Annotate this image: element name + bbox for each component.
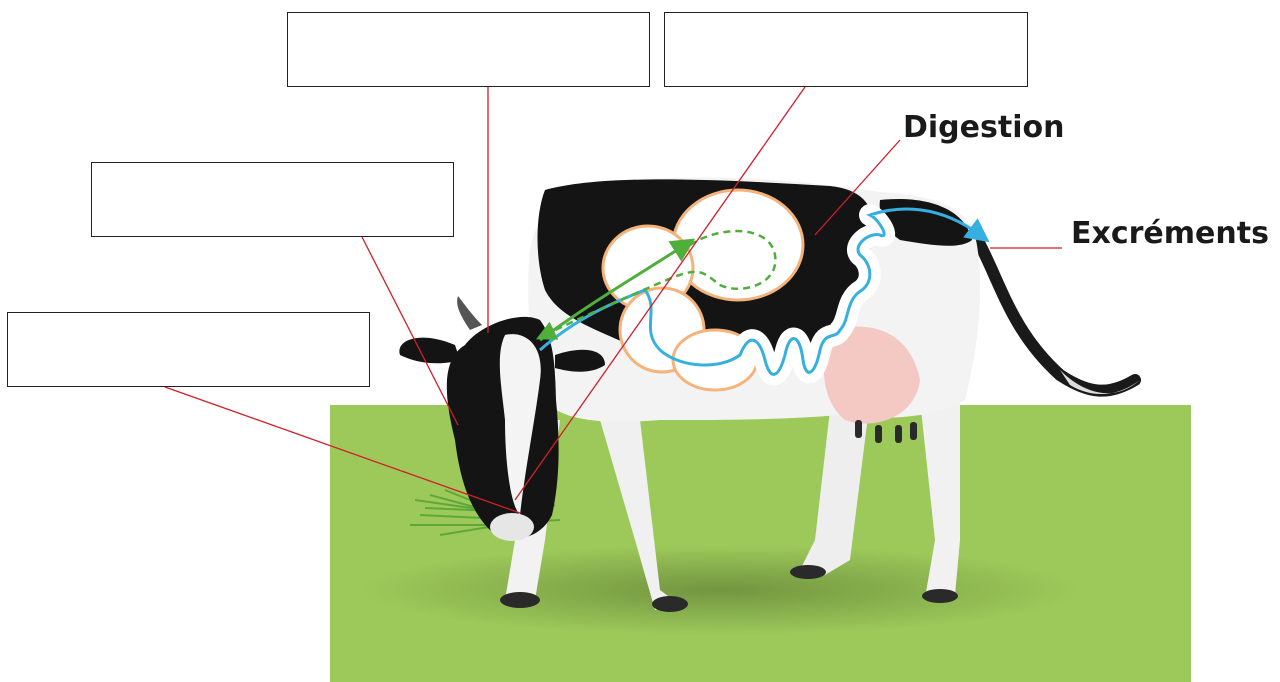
cow-ear xyxy=(399,337,460,364)
blank-label-box[interactable] xyxy=(664,12,1028,87)
leader-line-digestion xyxy=(814,139,901,236)
udder-teats xyxy=(855,420,917,443)
blank-label-box[interactable] xyxy=(287,12,650,87)
cow-muzzle xyxy=(490,513,534,541)
cow-shadow xyxy=(360,545,1080,635)
blank-label-box[interactable] xyxy=(91,162,454,237)
leader-lines xyxy=(164,86,1062,514)
leader-line-box4 xyxy=(164,386,521,514)
cow-face-blaze xyxy=(499,334,541,515)
blank-label-box[interactable] xyxy=(7,312,370,387)
cow-ear-right xyxy=(555,349,605,372)
rumination-loop xyxy=(536,229,777,340)
cow-udder xyxy=(823,326,920,424)
cow-tail xyxy=(969,229,1141,397)
cow-horn xyxy=(457,296,482,330)
waste-path xyxy=(539,207,990,376)
label-excrements: Excréments xyxy=(1071,216,1269,251)
tail-tuft xyxy=(1060,370,1140,395)
label-digestion: Digestion xyxy=(903,110,1065,145)
leader-line-box2 xyxy=(514,86,806,501)
cow-black-patch-rear xyxy=(879,199,972,246)
leader-line-box3 xyxy=(361,236,459,426)
